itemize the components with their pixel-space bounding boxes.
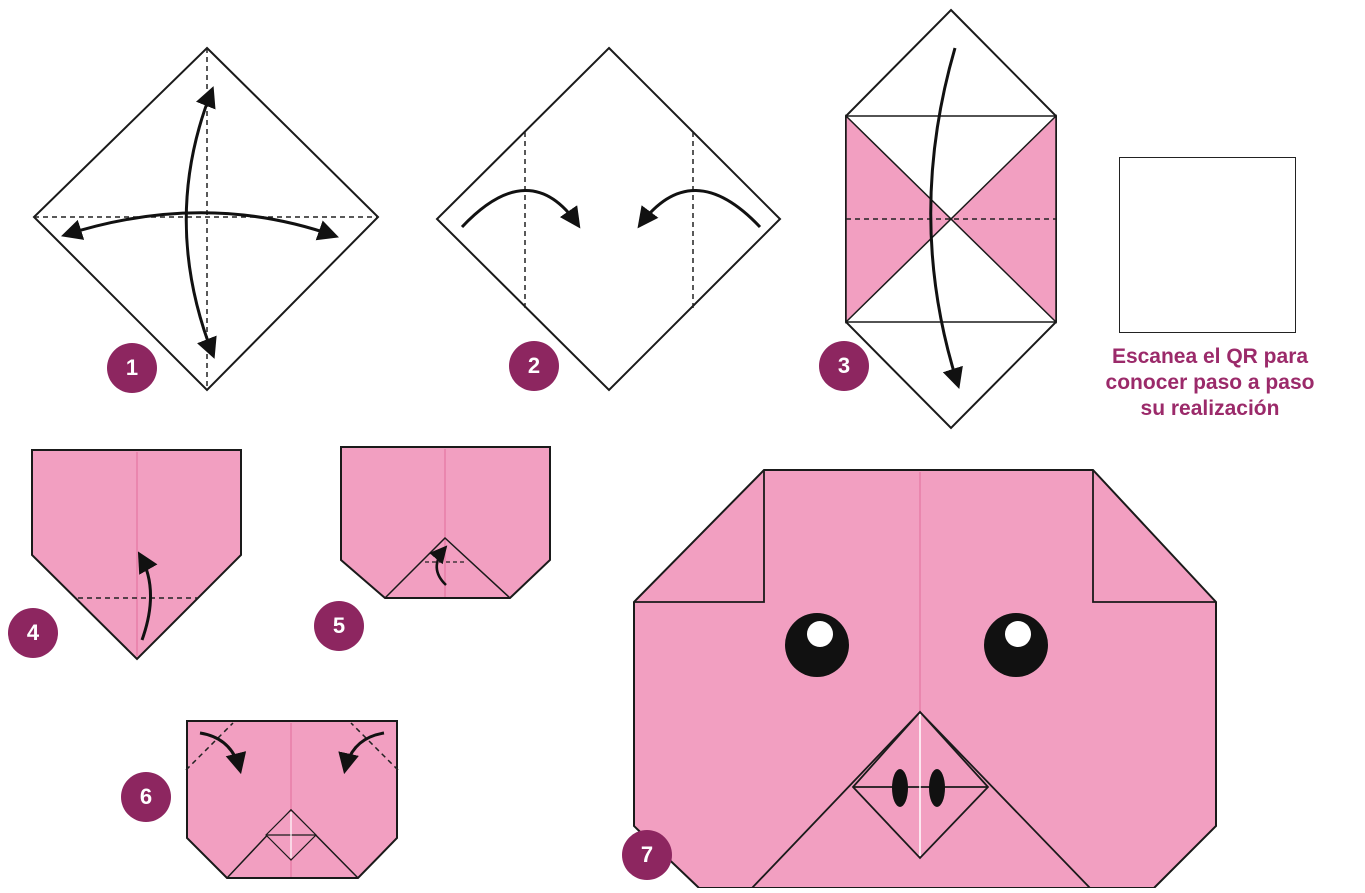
step-3-diagram <box>846 10 1056 428</box>
left-nostril <box>892 769 908 807</box>
qr-code-frame <box>1119 157 1296 333</box>
step-2-diagram <box>437 48 780 390</box>
qr-caption: Escanea el QR para conocer paso a paso s… <box>1060 344 1360 422</box>
step-badge-3: 3 <box>819 341 869 391</box>
step-4-diagram <box>32 450 241 659</box>
step-badge-1: 1 <box>107 343 157 393</box>
step-6-diagram <box>186 721 398 878</box>
step-5-diagram <box>341 447 550 598</box>
qr-caption-line: conocer paso a paso <box>1060 370 1360 396</box>
step-badge-4: 4 <box>8 608 58 658</box>
qr-caption-line: Escanea el QR para <box>1060 344 1360 370</box>
step-badge-6: 6 <box>121 772 171 822</box>
step-1-diagram <box>34 48 378 390</box>
step-7-diagram <box>634 470 1216 888</box>
step-badge-5: 5 <box>314 601 364 651</box>
step-badge-7: 7 <box>622 830 672 880</box>
qr-caption-line: su realización <box>1060 396 1360 422</box>
right-nostril <box>929 769 945 807</box>
step-badge-2: 2 <box>509 341 559 391</box>
